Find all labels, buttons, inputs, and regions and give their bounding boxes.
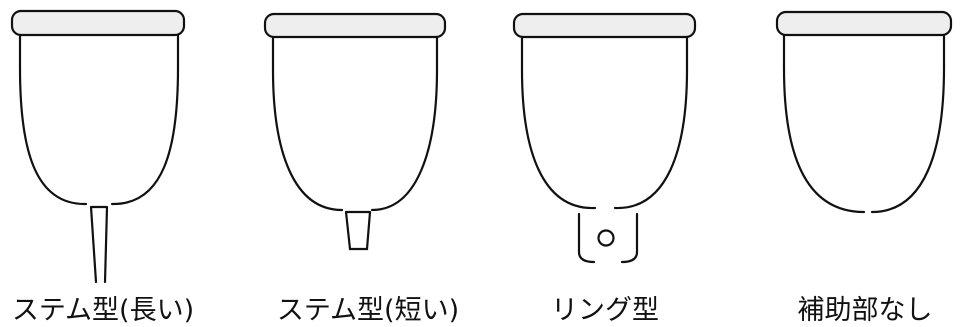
cup-none bbox=[775, 10, 953, 214]
cup-stem-short bbox=[263, 12, 447, 251]
cup-body bbox=[870, 33, 946, 214]
cup-body bbox=[370, 35, 439, 212]
label-ring: リング型 bbox=[551, 295, 659, 326]
cup-body bbox=[613, 35, 689, 210]
label-stem-short: ステム型(短い) bbox=[276, 295, 460, 326]
cup-body bbox=[110, 33, 180, 206]
cup-rim bbox=[263, 12, 447, 39]
cup-body bbox=[520, 35, 597, 210]
label-stem-long: ステム型(長い) bbox=[11, 295, 195, 326]
label-none: 補助部なし bbox=[797, 295, 933, 326]
cup-body bbox=[782, 33, 866, 214]
ring-hole bbox=[597, 229, 615, 247]
stem-long bbox=[89, 205, 109, 284]
cup-rim bbox=[10, 9, 186, 37]
cup-body bbox=[271, 35, 344, 212]
cup-rim bbox=[512, 12, 697, 39]
stem-short bbox=[344, 210, 372, 251]
cup-ring bbox=[512, 12, 697, 264]
ring-tab bbox=[577, 212, 639, 264]
cup-stem-long bbox=[10, 9, 186, 284]
cup-rim bbox=[775, 10, 953, 37]
cup-body bbox=[18, 33, 88, 206]
